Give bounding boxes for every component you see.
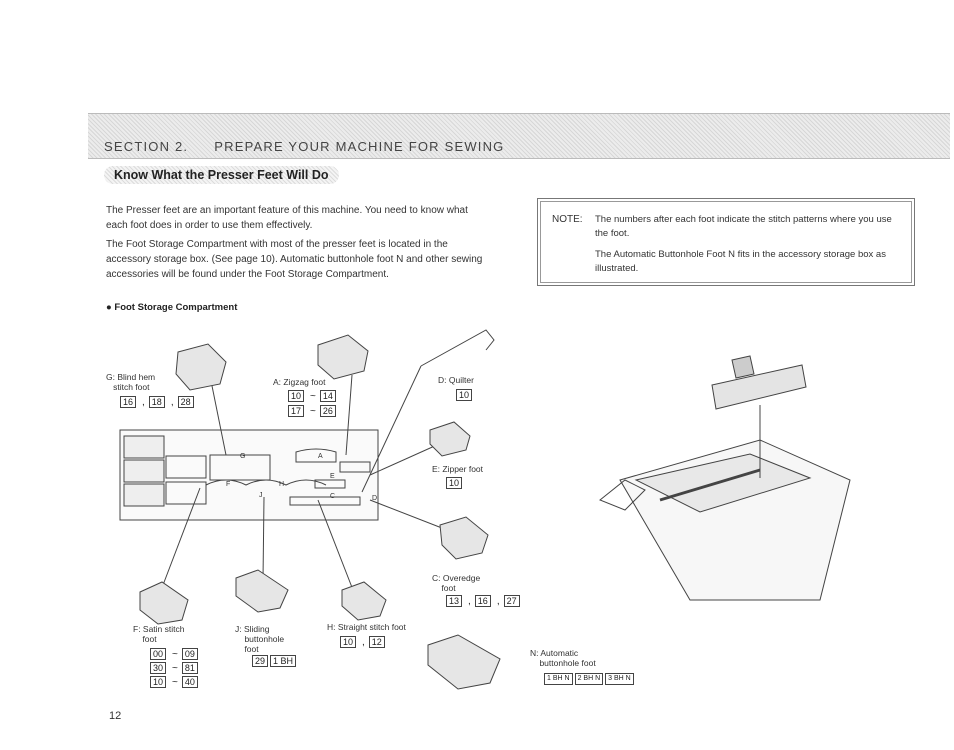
foot-h-label: H: Straight stitch foot [327,622,406,632]
foot-storage-heading: ● Foot Storage Compartment [106,302,238,313]
foot-c-label: C: Overedge foot [432,573,481,593]
storage-paragraph: The Foot Storage Compartment with most o… [106,239,483,280]
foot-d-label: D: Quilter [438,375,474,385]
foot-g-label: G: Blind hem stitch foot [106,372,156,392]
slot-letter-g: G [240,453,245,460]
foot-h-patterns: 10,12 [340,636,387,648]
foot-n-label: N: Automatic buttonhole foot [530,648,596,668]
foot-a-label: A: Zigzag foot [273,377,326,387]
foot-f-patterns-1: 00~09 [150,648,200,660]
foot-f-label: F: Satin stitch foot [133,624,185,644]
foot-e-patterns: 10 [446,477,464,489]
section-title: SECTION 2. PREPARE YOUR MACHINE FOR SEWIN… [104,139,531,154]
slot-letter-c: C [330,493,335,500]
foot-a-patterns-1: 10~14 [288,390,338,402]
section-number: SECTION 2. [104,139,189,154]
note-line-2: The Automatic Buttonhole Foot N fits in … [595,249,886,274]
note-line-1: The numbers after each foot indicate the… [595,214,892,239]
foot-d-patterns: 10 [456,389,474,401]
foot-a-patterns-2: 17~26 [288,405,338,417]
slot-letter-a: A [318,453,323,460]
intro-paragraph: The Presser feet are an important featur… [106,205,468,231]
foot-c-patterns: 13,16,27 [446,595,522,607]
note-label: NOTE: [552,214,583,225]
page-subtitle: Know What the Presser Feet Will Do [104,166,339,184]
page-number: 12 [109,710,122,722]
foot-j-label: J: Sliding buttonhole foot [235,624,285,654]
section-name: PREPARE YOUR MACHINE FOR SEWING [214,139,505,154]
slot-letter-h: H [279,481,284,488]
foot-g-patterns: 16,18,28 [120,396,196,408]
slot-letter-d: D [372,495,377,502]
slot-letter-j: J [259,492,263,499]
section-header-band [88,113,950,159]
slot-letter-e: E [330,473,335,480]
foot-e-label: E: Zipper foot [432,464,484,474]
foot-f-patterns-2: 30~81 [150,662,200,674]
foot-f-patterns-3: 10~40 [150,676,200,688]
note-box: NOTE: The numbers after each foot indica… [537,198,915,286]
slot-letter-f: F [226,481,230,488]
